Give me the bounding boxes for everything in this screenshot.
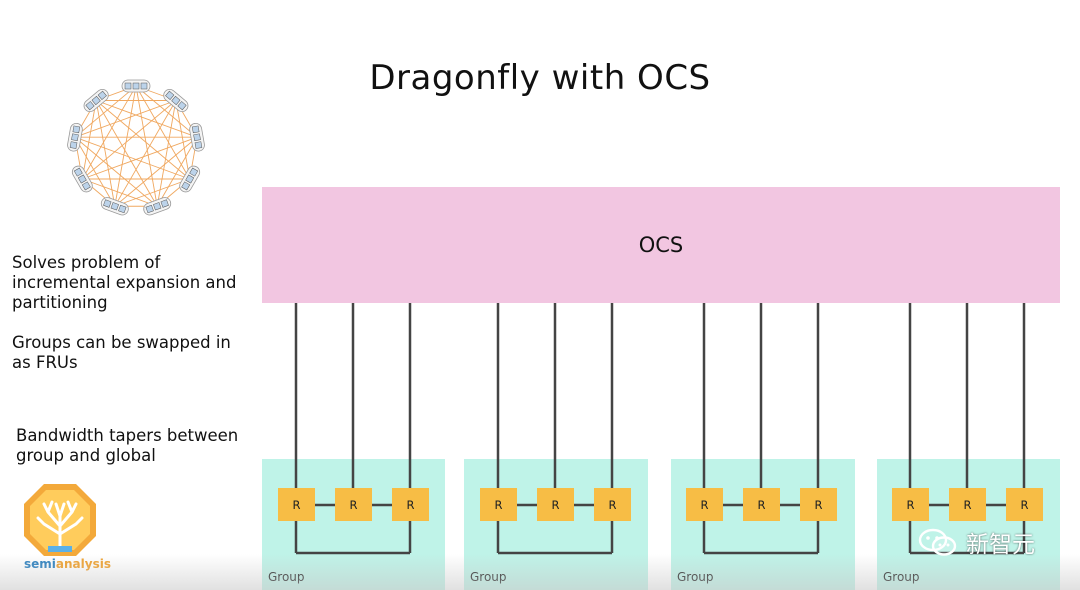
ocs-label: OCS xyxy=(638,233,684,257)
logo-wordmark: semianalysis xyxy=(24,557,111,571)
global-link xyxy=(114,85,137,207)
note-bandwidth: Bandwidth tapers between group and globa… xyxy=(16,426,238,466)
note-expansion: Solves problem of incremental expansion … xyxy=(12,253,236,313)
watermark-text: 新智元 xyxy=(966,532,1035,558)
note-line: Groups can be swapped in xyxy=(12,333,231,352)
global-link xyxy=(82,178,158,207)
global-link xyxy=(95,100,198,138)
global-link xyxy=(95,100,190,180)
router: R xyxy=(1006,488,1043,521)
global-link xyxy=(114,178,190,207)
global-link xyxy=(175,100,191,180)
ring-group xyxy=(67,122,83,152)
note-line: partitioning xyxy=(12,293,108,312)
note-line: as FRUs xyxy=(12,353,78,372)
note-fru: Groups can be swapped in as FRUs xyxy=(12,333,231,373)
router: R xyxy=(537,488,574,521)
global-link xyxy=(135,85,191,180)
note-line: Solves problem of xyxy=(12,253,161,272)
global-link xyxy=(114,100,177,207)
global-link xyxy=(74,136,158,207)
ocs-switch: OCS xyxy=(262,187,1060,303)
router-label: R xyxy=(349,497,358,512)
router-label: R xyxy=(963,497,972,512)
global-link xyxy=(95,100,158,207)
global-link xyxy=(74,137,116,207)
ring-group xyxy=(71,165,93,193)
watermark: 新智元 xyxy=(918,525,1035,559)
router-label: R xyxy=(608,497,617,512)
note-line: Bandwidth tapers between xyxy=(16,426,239,445)
global-link xyxy=(114,136,198,207)
router-label: R xyxy=(406,497,415,512)
ring-group xyxy=(179,165,201,193)
global-link xyxy=(81,85,137,180)
logo-text-part: analysis xyxy=(55,557,111,571)
global-link xyxy=(74,85,137,138)
router: R xyxy=(335,488,372,521)
router: R xyxy=(800,488,837,521)
global-link xyxy=(156,100,177,207)
global-link xyxy=(81,100,97,180)
router-label: R xyxy=(292,497,301,512)
router: R xyxy=(892,488,929,521)
global-link xyxy=(135,85,158,207)
router-label: R xyxy=(906,497,915,512)
router: R xyxy=(594,488,631,521)
router-label: R xyxy=(814,497,823,512)
router-label: R xyxy=(700,497,709,512)
ring-group xyxy=(189,122,205,152)
global-link xyxy=(82,136,198,180)
global-link xyxy=(156,137,198,207)
router-label: R xyxy=(494,497,503,512)
logo-text-part: semi xyxy=(24,557,56,571)
router: R xyxy=(480,488,517,521)
ring-group xyxy=(100,197,129,216)
slide-title: Dragonfly with OCS xyxy=(369,58,711,98)
note-line: group and global xyxy=(16,446,156,465)
router-label: R xyxy=(757,497,766,512)
router-label: R xyxy=(1020,497,1029,512)
router: R xyxy=(278,488,315,521)
ring-group xyxy=(83,88,109,113)
dragonfly-topology-diagram xyxy=(67,79,205,216)
ring-group xyxy=(121,79,151,93)
note-line: incremental expansion and xyxy=(12,273,237,292)
global-link xyxy=(95,100,116,207)
global-link xyxy=(74,100,177,138)
router: R xyxy=(743,488,780,521)
ring-group xyxy=(163,88,189,113)
wechat-icon xyxy=(918,528,957,556)
router-label: R xyxy=(551,497,560,512)
global-link xyxy=(74,136,190,180)
router: R xyxy=(392,488,429,521)
ring-group xyxy=(143,197,172,216)
router: R xyxy=(949,488,986,521)
router: R xyxy=(686,488,723,521)
semianalysis-logo-icon xyxy=(24,484,96,556)
global-link xyxy=(135,85,198,138)
global-link xyxy=(82,100,177,180)
